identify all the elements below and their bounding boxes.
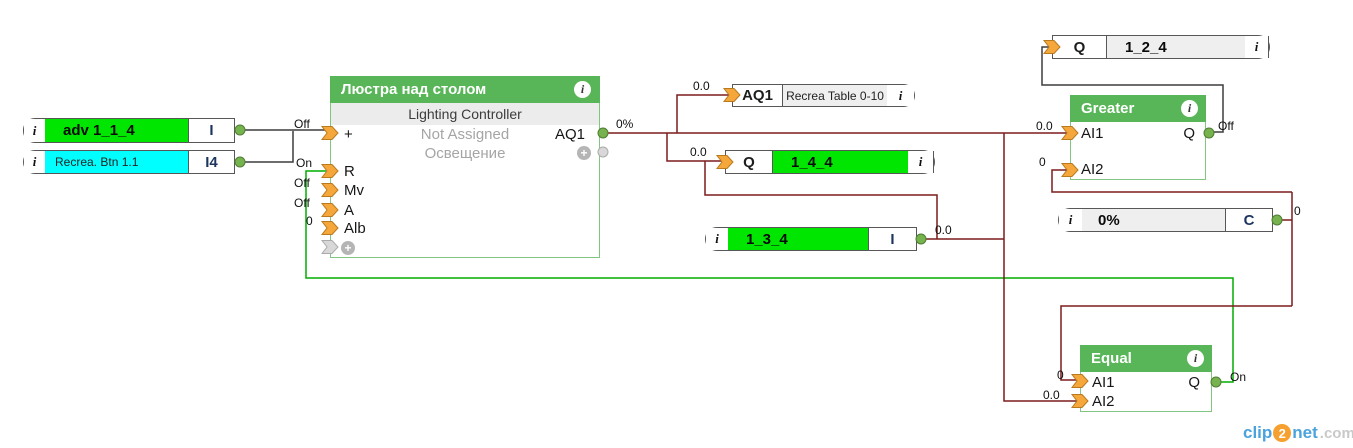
info-icon[interactable]: i — [24, 151, 45, 173]
port-label: C — [1225, 209, 1272, 231]
sink-block-q-1-4-4[interactable]: Q 1_4_4 i — [725, 150, 935, 174]
input-port-ai2: AI2 — [1081, 161, 1104, 178]
input-port-ai2: AI2 — [1092, 393, 1115, 410]
input-port-r: R — [344, 163, 355, 180]
port-label: I — [188, 119, 234, 142]
port-label: I — [868, 228, 916, 250]
source-block-1-3-4[interactable]: i 1_3_4 I — [705, 227, 917, 251]
value-label-r: On — [296, 156, 313, 170]
greater-block[interactable]: Greater i AI1 Q AI2 — [1070, 95, 1206, 180]
value-label-mv: Off — [294, 176, 310, 190]
value-label-equal-q: On — [1230, 370, 1247, 384]
block-title: Люстра над столом — [341, 81, 487, 98]
info-icon[interactable]: i — [706, 228, 728, 250]
sink-label: 1_2_4 — [1107, 36, 1245, 58]
watermark-com: .com — [1319, 424, 1353, 442]
info-icon[interactable]: i — [1187, 350, 1204, 367]
value-label-plus: Off — [294, 117, 310, 131]
sink-label: 1_4_4 — [773, 151, 908, 173]
value-label-const-output: 0 — [1294, 204, 1301, 218]
add-input-icon[interactable]: + — [341, 241, 355, 255]
sink-block-recrea-table[interactable]: AQ1 Recrea Table 0-10 i — [732, 84, 915, 107]
input-port-a: A — [344, 202, 355, 219]
info-icon[interactable]: i — [887, 85, 914, 106]
input-port-ai1: AI1 — [1092, 374, 1115, 391]
port-label: AQ1 — [733, 85, 783, 106]
value-label-aq1-output: 0% — [616, 117, 634, 131]
block-header[interactable]: Люстра над столом i — [330, 76, 600, 103]
source-block-recrea-btn[interactable]: i Recrea. Btn 1.1 I4 — [23, 150, 235, 174]
watermark-2-icon: 2 — [1273, 424, 1292, 442]
clip2net-watermark: clip 2 net .com — [1243, 423, 1353, 443]
assigned-label: Not Assigned — [420, 126, 510, 143]
block-title: Equal — [1091, 350, 1132, 367]
value-label-a: Off — [294, 196, 310, 210]
info-icon[interactable]: i — [1245, 36, 1269, 58]
equal-block[interactable]: Equal i AI1 Q AI2 — [1080, 345, 1212, 412]
port-label: Q — [726, 151, 773, 173]
value-label-alb: 0 — [306, 214, 313, 228]
input-port-alb: Alb — [344, 220, 366, 237]
output-port-q: Q — [1188, 374, 1200, 391]
value-label-q144-input: 0.0 — [690, 145, 707, 159]
add-output-icon[interactable]: + — [577, 146, 591, 160]
value-label-recrea-table-input: 0.0 — [693, 79, 710, 93]
source-label: adv 1_1_4 — [45, 119, 188, 142]
block-header[interactable]: Equal i — [1080, 345, 1212, 372]
watermark-clip: clip — [1243, 423, 1273, 442]
value-label-greater-q: Off — [1218, 119, 1234, 133]
port-label: Q — [1053, 36, 1107, 58]
value-label-equal-ai1: 0 — [1057, 368, 1064, 382]
sink-block-q-1-2-4[interactable]: Q 1_2_4 i — [1052, 35, 1270, 59]
category-label: Освещение — [424, 145, 506, 162]
input-port-plus: + — [344, 126, 353, 143]
info-icon[interactable]: i — [24, 119, 45, 142]
output-port-q: Q — [1183, 125, 1195, 142]
input-port-mv: Mv — [344, 182, 364, 199]
value-label-greater-ai1: 0.0 — [1036, 119, 1053, 133]
source-block-adv-1-1-4[interactable]: i adv 1_1_4 I — [23, 118, 235, 143]
source-label: Recrea. Btn 1.1 — [45, 151, 188, 173]
source-label: 1_3_4 — [728, 228, 868, 250]
lighting-controller-block[interactable]: Люстра над столом i Lighting Controller … — [330, 76, 600, 258]
source-block-const-0pct[interactable]: i 0% C — [1058, 208, 1273, 232]
port-label: I4 — [188, 151, 234, 173]
watermark-net: net — [1292, 423, 1318, 442]
info-icon[interactable]: i — [908, 151, 934, 173]
info-icon[interactable]: i — [1181, 100, 1198, 117]
block-header[interactable]: Greater i — [1070, 95, 1206, 122]
block-title: Greater — [1081, 100, 1135, 117]
source-label: 0% — [1082, 209, 1225, 231]
info-icon[interactable]: i — [574, 81, 591, 98]
info-icon[interactable]: i — [1059, 209, 1082, 231]
sink-label: Recrea Table 0-10 — [783, 85, 887, 106]
value-label-134-output: 0.0 — [935, 223, 952, 237]
value-label-greater-ai2: 0 — [1039, 155, 1046, 169]
block-type-label: Lighting Controller — [331, 103, 599, 125]
value-label-equal-ai2: 0.0 — [1043, 388, 1060, 402]
output-port-aq1: AQ1 — [554, 126, 585, 143]
input-port-ai1: AI1 — [1081, 125, 1104, 142]
